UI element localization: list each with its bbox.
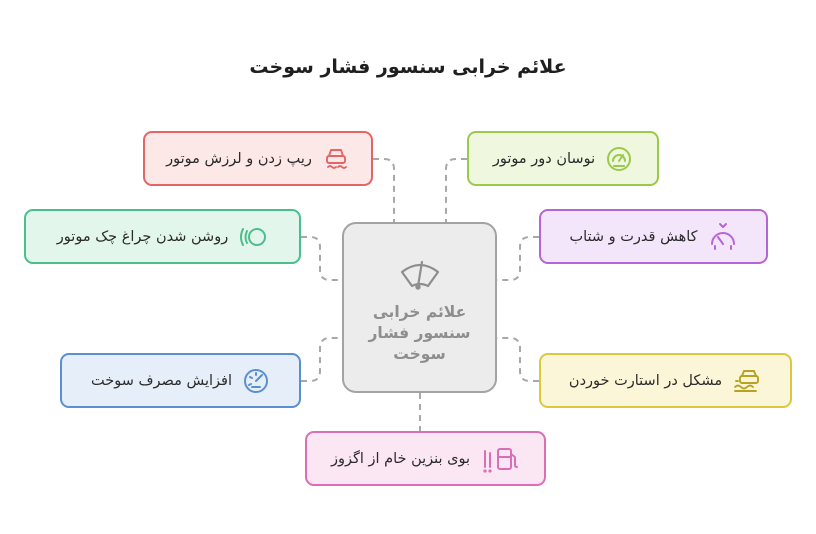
- wiper-icon: [398, 256, 442, 300]
- node-check-engine[interactable]: روشن شدن چراغ چک موتور: [24, 209, 301, 264]
- connector-rpm-fluctuation: [445, 158, 467, 222]
- node-label: روشن شدن چراغ چک موتور: [56, 228, 229, 245]
- connector-check-engine: [301, 236, 342, 281]
- node-label: ریپ زدن و لرزش موتور: [166, 150, 312, 167]
- connector-engine-knock: [373, 158, 395, 222]
- node-fuel-smell[interactable]: بوی بنزین خام از اگزوز: [305, 431, 546, 486]
- speedometer-icon: [605, 145, 633, 173]
- node-power-loss[interactable]: کاهش قدرت و شتاب: [539, 209, 768, 264]
- fuel-pump-icon: [480, 445, 520, 473]
- connector-start-problem: [497, 337, 539, 382]
- center-node[interactable]: علائم خرابی سنسور فشار سوخت: [342, 222, 497, 393]
- car-shake-icon: [322, 145, 350, 173]
- node-label: بوی بنزین خام از اگزوز: [330, 450, 471, 467]
- node-engine-knock[interactable]: ریپ زدن و لرزش موتور: [143, 131, 373, 186]
- car-start-icon: [732, 367, 762, 395]
- connector-power-loss: [497, 236, 539, 281]
- center-label: علائم خرابی سنسور فشار سوخت: [368, 303, 471, 363]
- connector-fuel-consumption: [301, 337, 342, 382]
- gauge-icon: [242, 367, 270, 395]
- node-label: نوسان دور موتور: [492, 150, 596, 167]
- node-label: کاهش قدرت و شتاب: [569, 228, 698, 245]
- node-rpm-fluctuation[interactable]: نوسان دور موتور: [467, 131, 659, 186]
- diagram-title: علائم خرابی سنسور فشار سوخت: [249, 56, 567, 78]
- engine-light-icon: [238, 223, 268, 251]
- node-fuel-consumption[interactable]: افزایش مصرف سوخت: [60, 353, 301, 408]
- speed-drop-icon: [708, 222, 738, 252]
- node-start-problem[interactable]: مشکل در استارت خوردن: [539, 353, 792, 408]
- node-label: افزایش مصرف سوخت: [91, 372, 232, 389]
- node-label: مشکل در استارت خوردن: [568, 372, 723, 389]
